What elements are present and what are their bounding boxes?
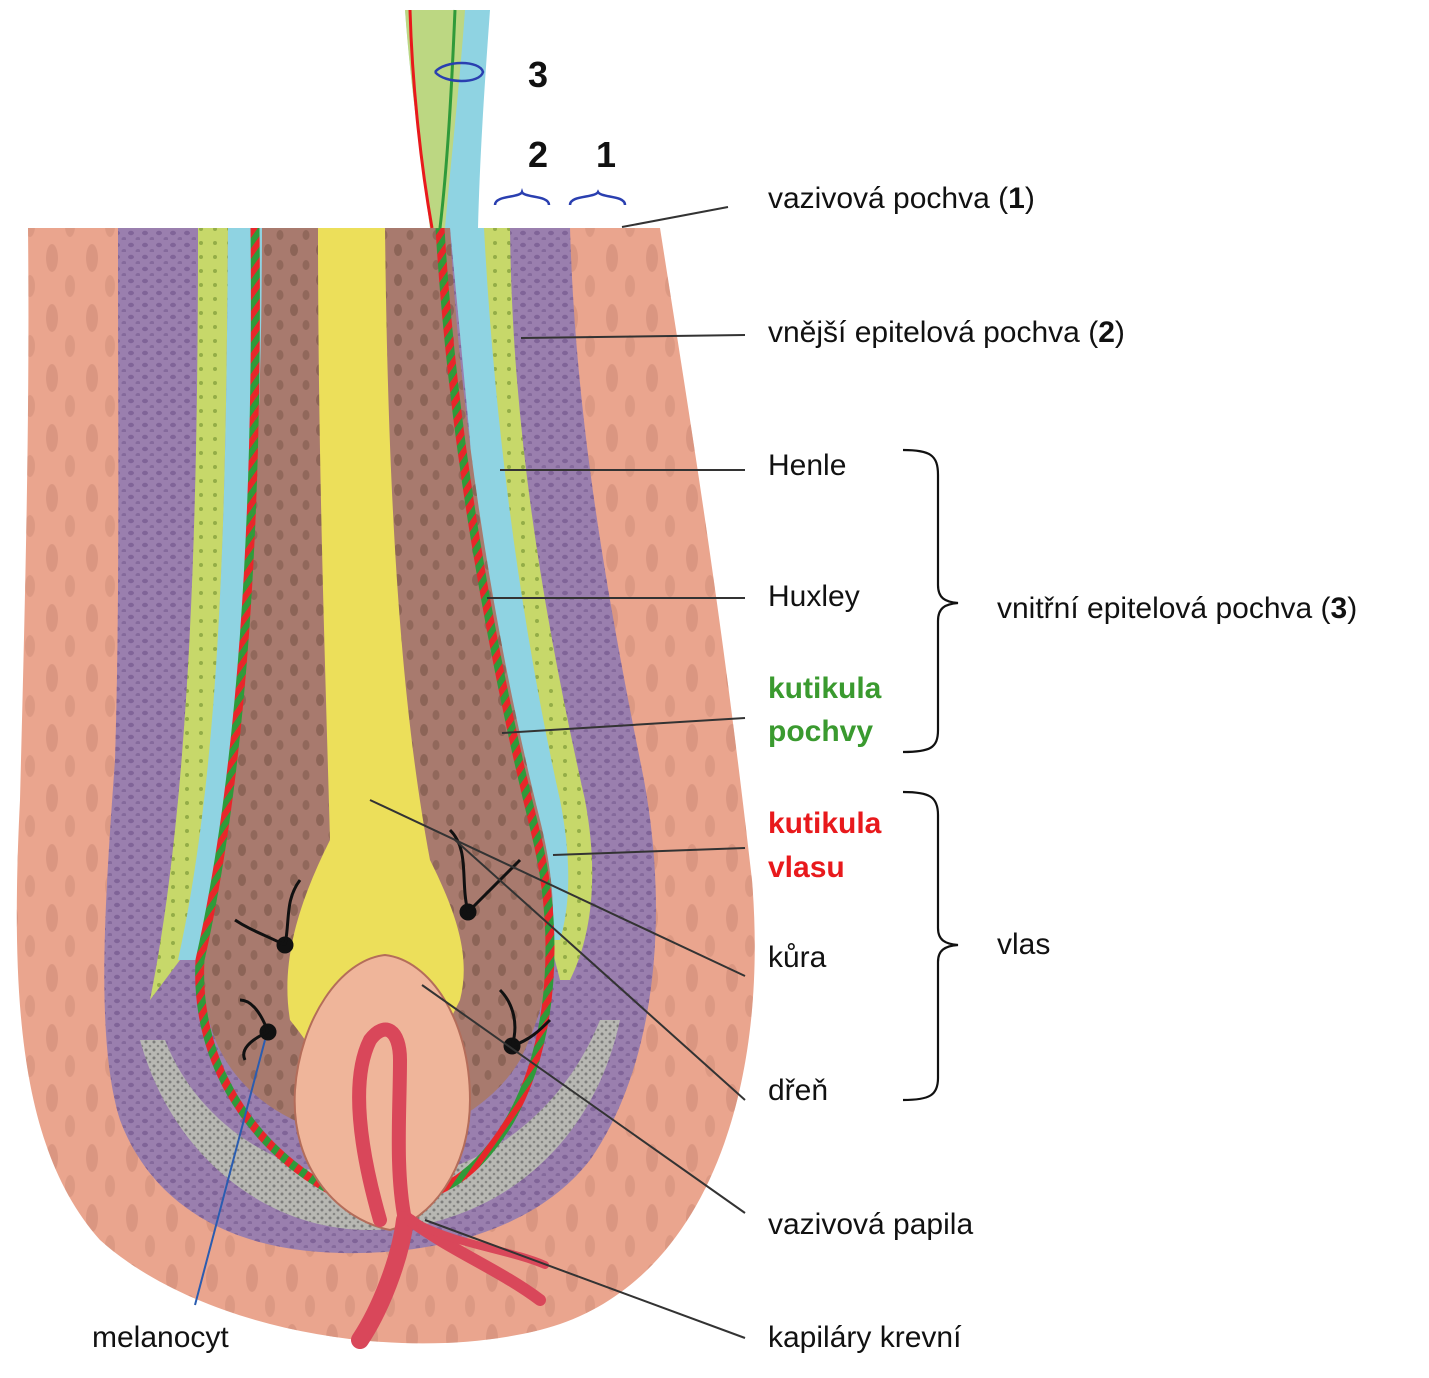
marker-2: 2 <box>528 134 548 175</box>
label-outer-epithelial-sheath: vnější epitelová pochva (2) <box>768 316 1125 349</box>
marker-1: 1 <box>596 134 616 175</box>
label-inner-epithelial-sheath: vnitřní epitelová pochva (3) <box>997 592 1357 625</box>
label-hair: vlas <box>997 928 1050 961</box>
label-hair-cuticle-line2: vlasu <box>768 851 845 884</box>
label-hair-cuticle-line1: kutikula <box>768 807 882 840</box>
hair-shaft-top <box>405 10 490 228</box>
label-fibrous-sheath: vazivová pochva (1) <box>768 182 1035 215</box>
label-blood-capillaries: kapiláry krevní <box>768 1321 962 1354</box>
label-medulla: dřeň <box>768 1074 828 1107</box>
marker-3: 3 <box>528 54 548 95</box>
label-cortex: kůra <box>768 941 827 974</box>
label-huxley: Huxley <box>768 580 860 613</box>
label-sheath-cuticle-line2: pochvy <box>768 715 873 748</box>
label-henle: Henle <box>768 449 846 482</box>
label-dermal-papilla: vazivová papila <box>768 1208 973 1241</box>
label-melanocyte: melanocyt <box>92 1321 229 1354</box>
label-sheath-cuticle-line1: kutikula <box>768 672 882 705</box>
right-braces <box>903 450 958 1100</box>
